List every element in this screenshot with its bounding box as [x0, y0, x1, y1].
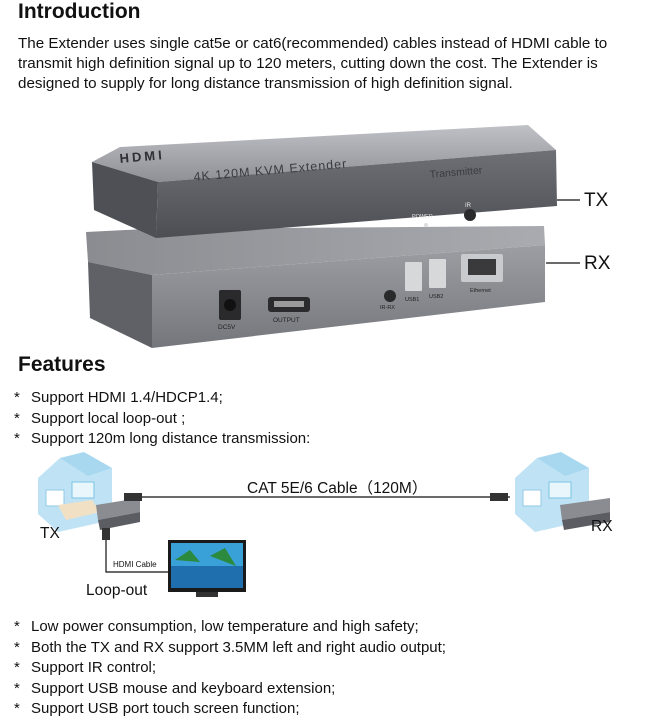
- tx-room-illustration: [38, 452, 112, 532]
- ir-label: IR: [465, 203, 472, 209]
- extender-product-image: DC5V OUTPUT IR-RX USB1 USB2 Ethernet HDM…: [86, 125, 580, 348]
- rj45-plug-tx: [124, 493, 142, 501]
- intro-title: Introduction: [18, 0, 141, 23]
- list-item: *Support HDMI 1.4/HDCP1.4;: [14, 389, 223, 406]
- hdmi-logo: HDMI: [119, 147, 165, 166]
- ir-rx-port: [384, 290, 396, 302]
- features-list-a: *Support HDMI 1.4/HDCP1.4; *Support loca…: [14, 388, 310, 450]
- rx-callout-label: RX: [584, 253, 611, 274]
- list-item: *Support IR control;: [14, 659, 157, 676]
- ir-port: [464, 209, 476, 221]
- usb1-port: [405, 262, 422, 291]
- dc-label: DC5V: [218, 324, 236, 331]
- rx-diagram-label: RX: [591, 518, 613, 535]
- list-item: *Both the TX and RX support 3.5MM left a…: [14, 638, 446, 656]
- list-item: *Low power consumption, low temperature …: [14, 618, 419, 635]
- power-led: [424, 223, 428, 227]
- list-item: *Support local loop-out ;: [14, 409, 186, 427]
- list-item: *Support 120m long distance transmission…: [14, 430, 311, 447]
- tx-device-icon: [96, 498, 140, 530]
- output-label: OUTPUT: [273, 317, 300, 324]
- intro-line-1: The Extender uses single cat5e or cat6(r…: [18, 35, 608, 52]
- rx-unit: DC5V OUTPUT IR-RX USB1 USB2 Ethernet: [86, 226, 545, 348]
- usb1-label: USB1: [405, 297, 419, 303]
- usb2-label: USB2: [429, 294, 443, 300]
- list-item: *Support USB mouse and keyboard extensio…: [14, 679, 336, 697]
- features-list-b: *Low power consumption, low temperature …: [14, 617, 446, 720]
- rx-room-illustration: [515, 452, 589, 532]
- loopout-label: Loop-out: [86, 582, 148, 599]
- hdmi-cable-label: HDMI Cable: [113, 560, 157, 569]
- tx-callout-label: TX: [584, 190, 609, 211]
- tx-diagram-label: TX: [40, 525, 60, 542]
- usb2-port: [429, 259, 446, 288]
- power-led-label: POWER: [412, 214, 433, 220]
- ethernet-label: Ethernet: [470, 288, 491, 294]
- features-title: Features: [18, 353, 106, 376]
- unit-name: Transmitter: [429, 164, 483, 181]
- cat-cable-label: CAT 5E/6 Cable（120M）: [247, 480, 428, 497]
- list-item: *Support USB port touch screen function;: [14, 700, 300, 717]
- intro-line-3: designed to supply for long distance tra…: [18, 75, 513, 92]
- tv-illustration: [168, 540, 246, 597]
- tx-unit: HDMI 4K 120M KVM Extender Transmitter PO…: [92, 125, 557, 238]
- ir-rx-label: IR-RX: [380, 305, 395, 311]
- intro-line-2: transmit high definition signal up to 12…: [18, 55, 598, 72]
- rj45-plug-rx: [490, 493, 508, 501]
